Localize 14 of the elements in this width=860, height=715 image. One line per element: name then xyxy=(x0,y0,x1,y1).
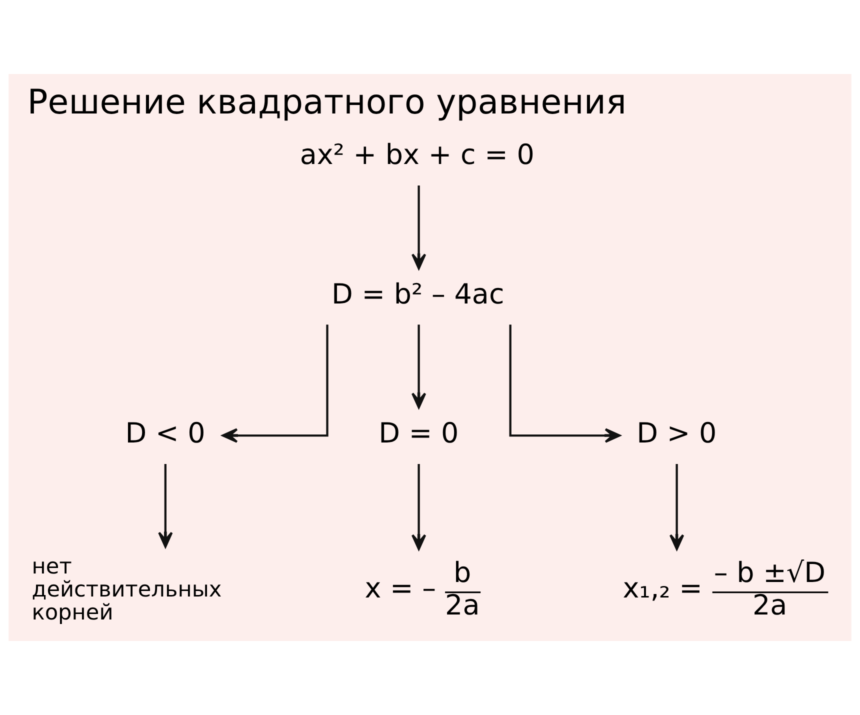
arrow xyxy=(411,324,426,408)
node-text: D = 0 xyxy=(378,416,459,450)
arrow xyxy=(509,324,621,443)
node-text: ax² + bx + c = 0 xyxy=(300,138,534,172)
node-text: D = b² – 4ac xyxy=(332,277,504,310)
node-text: D < 0 xyxy=(125,416,206,450)
arrow xyxy=(222,324,328,443)
node-text: D > 0 xyxy=(636,416,717,450)
node-text: нет действительных корней xyxy=(32,554,222,626)
diagram-title: Решение квадратного уравнения xyxy=(27,82,626,123)
arrow xyxy=(411,186,426,270)
arrow xyxy=(669,464,684,550)
arrow xyxy=(158,464,173,548)
arrow xyxy=(411,464,426,550)
